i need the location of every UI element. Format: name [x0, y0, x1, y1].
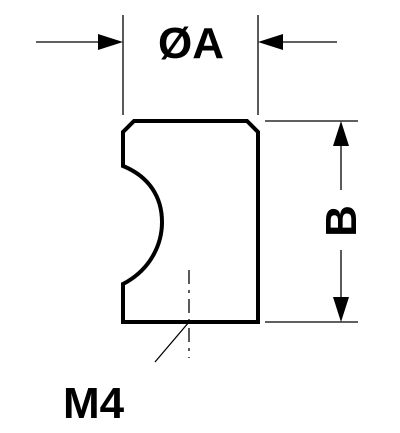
thread-label: M4 [63, 379, 125, 428]
part-outline [121, 119, 260, 324]
height-label: B [317, 205, 366, 237]
diameter-label: ØA [158, 19, 224, 68]
thread-leader-line [154, 321, 190, 363]
diameter-arrow-left-head [98, 34, 123, 50]
height-arrow-top-head [333, 121, 349, 146]
height-arrow-bottom-head [333, 297, 349, 322]
diameter-arrow-right-head [258, 34, 283, 50]
